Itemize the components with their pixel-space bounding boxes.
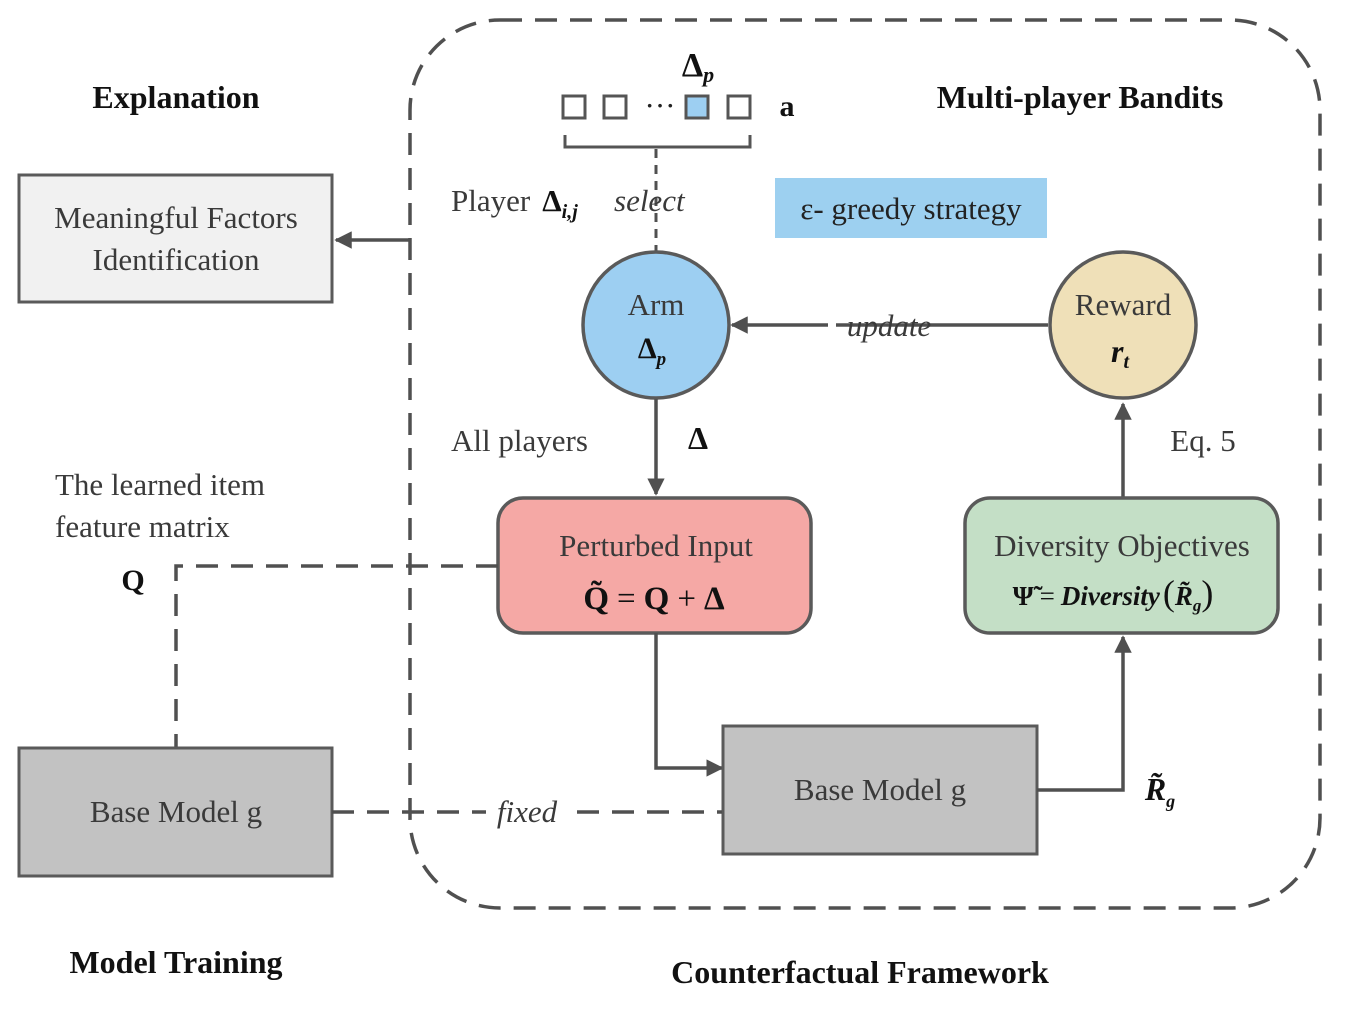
perturbed-node-label: Perturbed Input: [559, 528, 753, 563]
arm-node-circle: [581, 250, 731, 400]
strategy-badge-box: [775, 178, 1047, 238]
strategy-badge: ε- greedy strategy: [775, 178, 1047, 238]
recommendation-symbol: R̃g: [1144, 771, 1175, 811]
explanation-heading: Explanation: [92, 79, 259, 115]
matrix-note-line2: feature matrix: [55, 509, 230, 544]
select-label: select: [614, 183, 686, 218]
factors-node: Meaningful Factors Identification: [17, 173, 334, 304]
diversity-node-equation: Ψ̃=Diversity(R̃g): [1013, 573, 1214, 615]
arms-bracket: [563, 135, 752, 149]
bandits-heading: Multi-player Bandits: [937, 79, 1224, 115]
base-model-right: Base Model g: [721, 724, 1039, 856]
arm-square-selected: [684, 94, 710, 120]
counterfactual-region: [408, 18, 1322, 910]
arm-node: Arm Δp: [581, 250, 731, 400]
base-to-diversity-edge: [1037, 635, 1132, 792]
arm-square-2: [602, 94, 628, 120]
base-model-left: Base Model g: [17, 746, 334, 878]
all-players-delta: Δ: [688, 420, 708, 456]
fixed-label: fixed: [497, 794, 558, 829]
arms-ellipsis: ···: [645, 88, 676, 123]
arms-vector: Δp ··· a: [561, 47, 795, 149]
eq5-label: Eq. 5: [1170, 423, 1235, 458]
q-matrix-link: [174, 564, 498, 748]
perturbed-to-base-edge: [654, 633, 724, 777]
arms-vector-name: a: [780, 90, 795, 123]
arm-square-1: [561, 94, 587, 120]
perturbed-node: Perturbed Input Q̃=Q+Δ: [496, 496, 813, 635]
strategy-label: ε- greedy strategy: [800, 191, 1022, 226]
reward-node-circle: [1048, 250, 1198, 400]
factors-node-box: [17, 173, 334, 304]
reward-node: Reward rt: [1048, 250, 1198, 400]
reward-node-label: Reward: [1075, 287, 1172, 322]
diversity-node-label: Diversity Objectives: [994, 528, 1250, 563]
base-model-right-label: Base Model g: [794, 772, 966, 807]
perturbed-node-equation: Q̃=Q+Δ: [583, 580, 725, 617]
matrix-note-symbol: Q: [121, 564, 144, 597]
reward-node-symbol: rt: [1111, 333, 1130, 373]
base-model-left-label: Base Model g: [90, 794, 262, 829]
model-training-heading: Model Training: [69, 944, 282, 980]
arm-node-symbol: Δp: [638, 332, 666, 370]
all-players-label: All players: [451, 423, 588, 458]
factors-node-label-line2: Identification: [93, 242, 260, 277]
diversity-node-box: [963, 496, 1280, 635]
arm-node-label: Arm: [628, 287, 685, 322]
counterfactual-heading: Counterfactual Framework: [671, 954, 1049, 990]
factors-node-label-line1: Meaningful Factors: [54, 200, 298, 235]
matrix-note-line1: The learned item: [55, 467, 265, 502]
update-label: update: [847, 308, 932, 343]
diversity-node: Diversity Objectives Ψ̃=Diversity(R̃g): [963, 496, 1280, 635]
arms-vector-top-symbol: Δp: [682, 47, 714, 87]
arm-square-4: [726, 94, 752, 120]
fixed-label-bg: [486, 792, 568, 826]
